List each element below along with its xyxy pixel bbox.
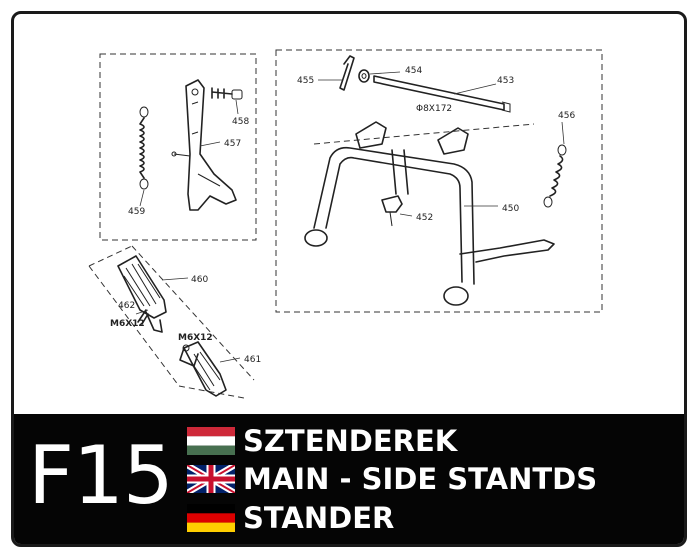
callout-453: 453 <box>497 76 514 86</box>
side-stand-group-box <box>99 53 257 241</box>
callout-450: 450 <box>502 204 519 214</box>
callout-452: 452 <box>416 213 433 223</box>
callout-461: 461 <box>244 355 261 365</box>
footrest-461 <box>179 341 241 397</box>
uk-flag-icon <box>187 465 235 493</box>
dim-bolt-461: M6X12 <box>178 333 213 343</box>
callout-454: 454 <box>405 66 422 76</box>
dim-bolt-462: M6X12 <box>110 319 145 329</box>
callout-459: 459 <box>128 207 145 217</box>
pivot-bolt-458 <box>211 87 243 115</box>
pivot-rod-453 <box>313 75 535 145</box>
hungary-flag-icon <box>187 427 235 455</box>
bolt-462 <box>135 309 149 325</box>
section-code: F15 <box>28 429 174 522</box>
title-german: STANDER <box>243 501 395 535</box>
rubber-stopper-452 <box>381 195 413 227</box>
side-stand-457 <box>171 79 237 211</box>
main-stand-group-box <box>275 49 603 313</box>
title-banner: F15 SZTENDEREK MAIN - SIDE STANTDS <box>14 414 684 544</box>
footrest-group-outline <box>88 245 255 399</box>
split-pin-455 <box>318 55 355 91</box>
callout-462: 462 <box>118 301 135 311</box>
germany-flag-icon <box>187 504 235 532</box>
callout-456: 456 <box>558 111 575 121</box>
parts-diagram-frame: 454 455 453 456 450 452 457 458 459 460 … <box>11 11 687 547</box>
main-stand-spring-456 <box>543 121 567 208</box>
callout-455: 455 <box>297 76 314 86</box>
washer-454 <box>358 69 401 83</box>
title-hungarian: SZTENDEREK <box>243 424 458 458</box>
callout-458: 458 <box>232 117 249 127</box>
callout-460: 460 <box>191 275 208 285</box>
footrest-460 <box>117 255 189 333</box>
exploded-parts-diagram: 454 455 453 456 450 452 457 458 459 460 … <box>88 49 603 399</box>
side-stand-spring-459 <box>139 106 149 207</box>
callout-457: 457 <box>224 139 241 149</box>
title-english: MAIN - SIDE STANTDS <box>243 462 598 496</box>
dim-bolt-453: Φ8X172 <box>416 104 452 114</box>
main-stand-450 <box>304 121 555 306</box>
